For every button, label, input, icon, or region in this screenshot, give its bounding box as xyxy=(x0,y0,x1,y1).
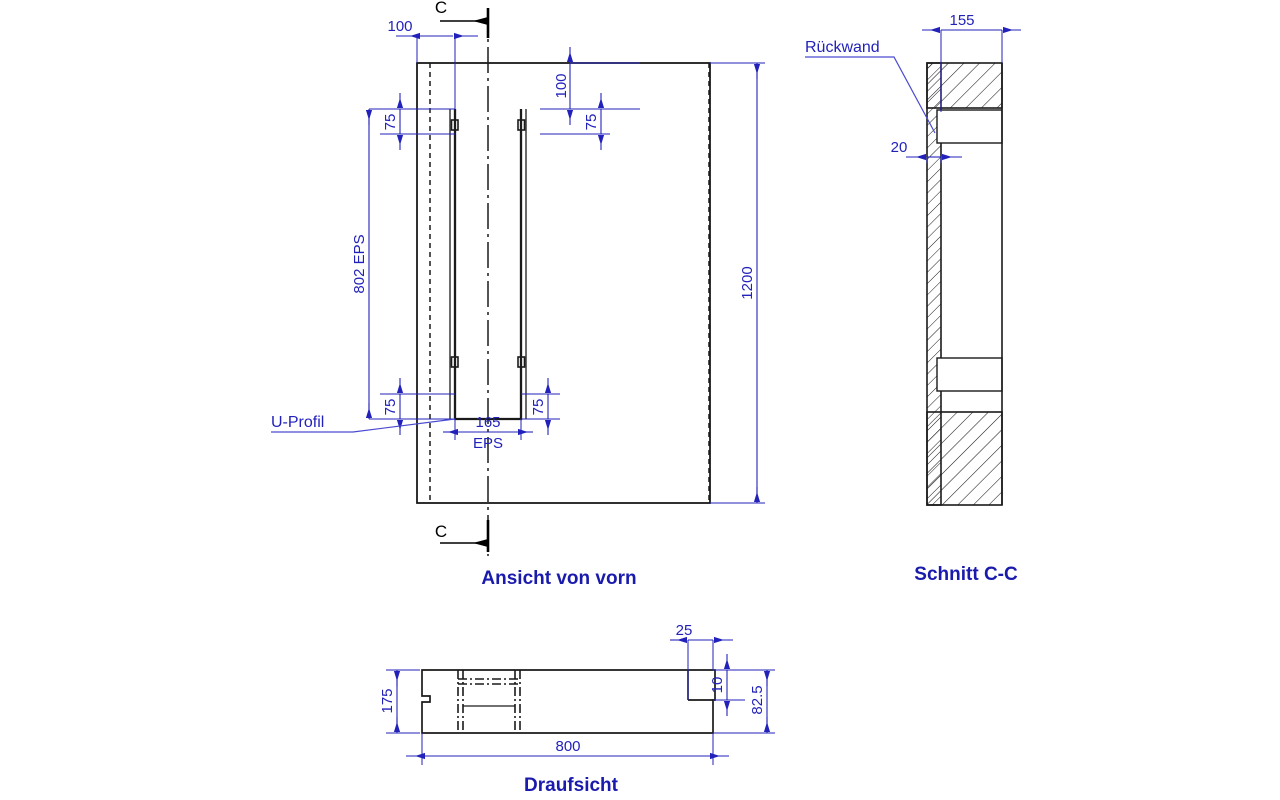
callout-label-u-profile: U-Profil xyxy=(271,414,324,431)
dim-top-slot-width: 10 xyxy=(709,654,745,716)
dim-label-section-width: 155 xyxy=(949,12,974,29)
dim-label-edge-depth: 82.5 xyxy=(749,685,766,714)
section-bottom-block xyxy=(926,411,1003,506)
dim-front-top-flange: 75 xyxy=(540,93,610,150)
dim-front-top-gap: 100 xyxy=(553,47,640,125)
dim-front-lower-right-75: 75 xyxy=(521,378,560,435)
section-mark-bottom: C xyxy=(435,520,490,552)
back-panel-leader-line xyxy=(805,56,936,134)
view-title-top: Draufsicht xyxy=(524,775,619,796)
front-tab-top-right xyxy=(517,119,526,131)
dim-front-width-eps: 165 EPS xyxy=(443,414,533,452)
dim-top-edge-offset: 25 xyxy=(670,622,733,700)
dim-section-wall-thickness: 20 xyxy=(891,139,962,163)
dim-label-width-eps-value: 165 xyxy=(475,414,500,431)
dim-section-width: 155 xyxy=(922,12,1021,112)
dim-label-top-gap: 100 xyxy=(553,73,570,98)
dim-label-wall-thickness: 20 xyxy=(891,139,908,156)
dim-label-lower-left-75: 75 xyxy=(382,399,399,416)
view-section-cc: 155 20 Rückwand Schnitt C-C xyxy=(805,12,1021,585)
dim-label-height-eps: 802 EPS xyxy=(351,234,368,293)
dim-label-lower-right-75: 75 xyxy=(530,399,547,416)
view-top: 175 800 25 xyxy=(379,622,775,796)
dim-top-edge-depth: 82.5 xyxy=(713,669,775,734)
section-upper-cavity xyxy=(936,109,1003,144)
front-tab-top-left xyxy=(450,119,459,131)
dim-label-top-flange: 75 xyxy=(583,114,600,131)
section-lower-cavity xyxy=(936,357,1003,392)
dim-label-slot-width: 10 xyxy=(709,677,726,694)
dim-label-top-length: 800 xyxy=(555,738,580,755)
dim-front-height-eps: 802 EPS xyxy=(351,108,398,420)
view-title-section: Schnitt C-C xyxy=(914,564,1018,585)
dim-top-depth: 175 xyxy=(379,669,420,734)
dim-label-top-depth: 175 xyxy=(379,688,396,713)
front-tab-bottom-right xyxy=(517,356,526,368)
callout-u-profile: U-Profil xyxy=(271,414,456,433)
dim-label-offset-left: 100 xyxy=(387,18,412,35)
dim-label-width-eps-unit: EPS xyxy=(473,435,503,452)
front-tab-bottom-left xyxy=(450,356,459,368)
section-top-block xyxy=(926,62,1003,109)
section-letter-top: C xyxy=(435,0,447,17)
callout-label-back-panel: Rückwand xyxy=(805,39,880,56)
u-profile-leader-line xyxy=(271,418,456,433)
section-mark-top: C xyxy=(435,0,490,38)
dim-front-overall-height: 1200 xyxy=(710,62,765,504)
view-front: C C 100 xyxy=(271,0,765,589)
dim-label-edge-offset: 25 xyxy=(676,622,693,639)
dim-label-upper-left-75: 75 xyxy=(382,114,399,131)
dim-top-length: 800 xyxy=(406,733,729,765)
dim-front-lower-left-75: 75 xyxy=(380,378,455,435)
dim-front-upper-left-75: 75 xyxy=(380,93,455,150)
callout-back-panel: Rückwand xyxy=(805,39,936,134)
section-letter-bottom: C xyxy=(435,522,447,541)
view-title-front: Ansicht von vorn xyxy=(481,568,636,589)
front-body-outline xyxy=(416,62,711,504)
dim-label-overall-height: 1200 xyxy=(739,266,756,299)
dim-front-offset-left: 100 xyxy=(387,18,478,109)
